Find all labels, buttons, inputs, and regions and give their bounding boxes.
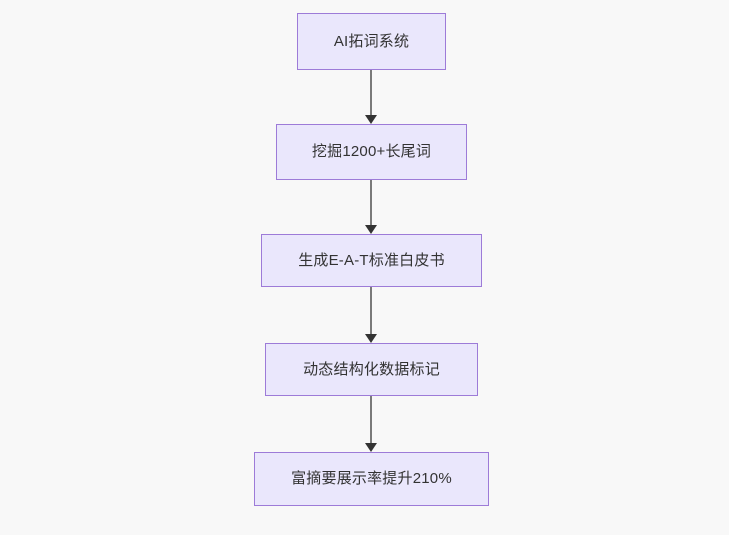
arrowhead-down-icon (365, 115, 377, 124)
flowchart-edge-n2-n3 (365, 180, 377, 234)
edge-line (370, 180, 372, 225)
arrowhead-down-icon (365, 443, 377, 452)
flowchart-node-n1[interactable]: AI拓词系统 (297, 13, 446, 70)
edge-line (370, 70, 372, 115)
flowchart-node-n4[interactable]: 动态结构化数据标记 (265, 343, 478, 396)
flowchart-node-n3[interactable]: 生成E-A-T标准白皮书 (261, 234, 482, 287)
arrowhead-down-icon (365, 225, 377, 234)
flowchart-node-label: 挖掘1200+长尾词 (311, 143, 432, 160)
flowchart-edge-n4-n5 (365, 396, 377, 452)
flowchart-edge-n3-n4 (365, 287, 377, 343)
flowchart-node-n2[interactable]: 挖掘1200+长尾词 (276, 124, 467, 180)
flowchart-node-label: AI拓词系统 (333, 32, 410, 50)
flowchart-node-n5[interactable]: 富摘要展示率提升210% (254, 452, 489, 506)
flowchart-node-label: 生成E-A-T标准白皮书 (298, 251, 445, 269)
flowchart-edge-n1-n2 (365, 70, 377, 124)
edge-line (370, 287, 372, 334)
arrowhead-down-icon (365, 334, 377, 343)
flowchart-node-label: 动态结构化数据标记 (303, 360, 440, 378)
flowchart-node-label: 富摘要展示率提升210% (291, 470, 452, 487)
edge-line (370, 396, 372, 443)
